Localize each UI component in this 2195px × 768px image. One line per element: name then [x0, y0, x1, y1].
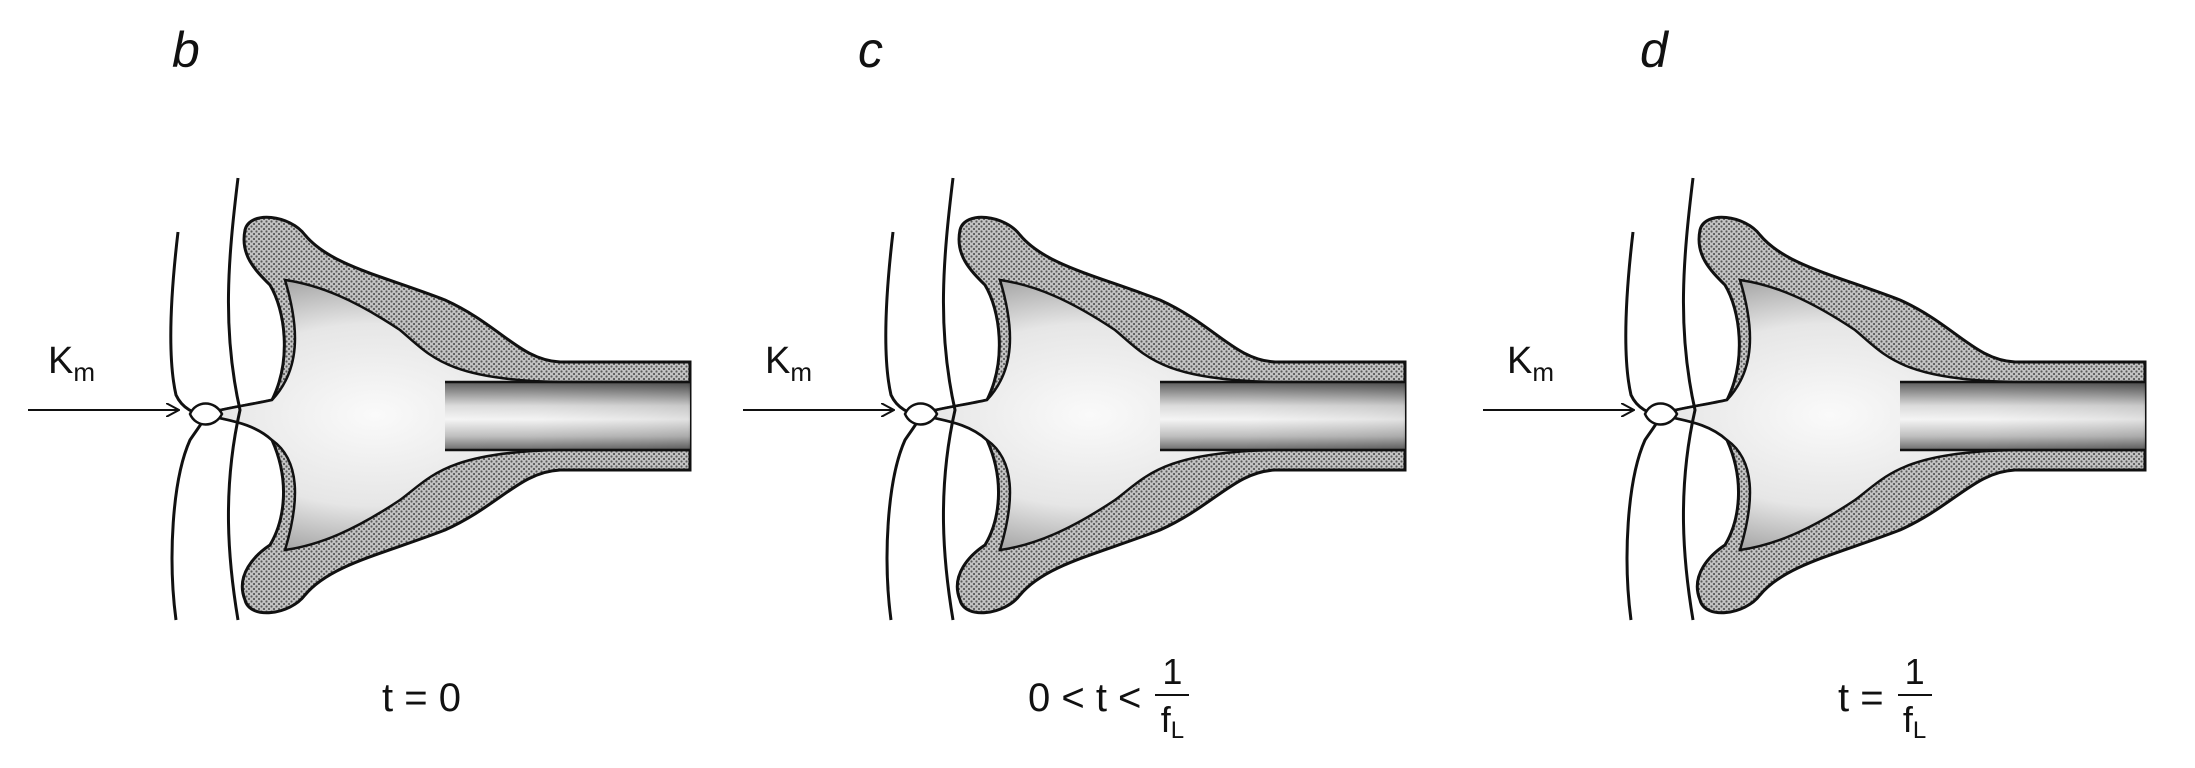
caption-prefix: t = — [1838, 675, 1884, 720]
vessel-shape — [743, 178, 1405, 620]
panel-b: b Km t = 0 — [0, 0, 731, 768]
fraction-numerator: 1 — [1904, 650, 1925, 692]
km-label: Km — [765, 340, 813, 387]
fraction-denominator: fL — [1902, 698, 1927, 744]
vessel-shape — [1483, 178, 2145, 620]
panel-b-drawing — [0, 0, 731, 768]
panel-c: c Km 0 < t < 1 fL — [715, 0, 1446, 768]
panel-letter: c — [858, 22, 883, 78]
panel-letter: d — [1640, 22, 1668, 78]
km-label: Km — [1507, 340, 1555, 387]
panel-letter: b — [172, 22, 200, 78]
fraction: 1 fL — [1897, 650, 1932, 744]
time-caption: t = 1 fL — [1838, 648, 1932, 748]
fraction-denominator: fL — [1160, 698, 1185, 744]
caption-prefix: 0 < t < — [1028, 675, 1142, 720]
fraction-bar — [1155, 693, 1190, 696]
time-caption: 0 < t < 1 fL — [1028, 648, 1190, 748]
panel-d-drawing — [1455, 0, 2186, 768]
panel-d: d Km t = 1 fL — [1455, 0, 2186, 768]
time-caption: t = 0 — [382, 675, 461, 720]
vessel-shape — [28, 178, 690, 620]
fraction-numerator: 1 — [1162, 650, 1183, 692]
km-label: Km — [48, 340, 96, 387]
fraction: 1 fL — [1155, 650, 1190, 744]
fraction-bar — [1897, 693, 1932, 696]
